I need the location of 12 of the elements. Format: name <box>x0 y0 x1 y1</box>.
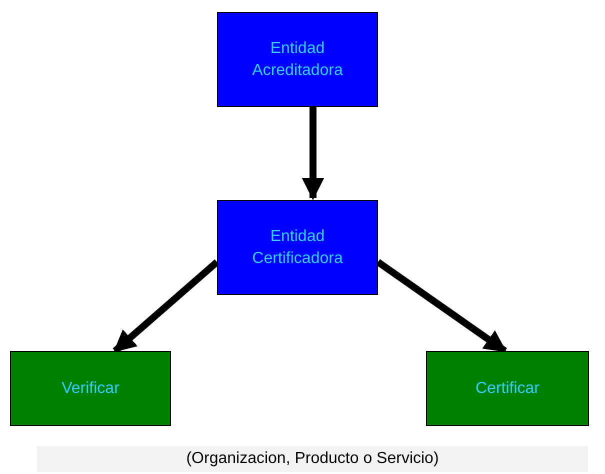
box-label: Certificar <box>474 378 540 399</box>
entity-box <box>217 12 378 107</box>
box-label: Entidad Acreditadora <box>251 38 344 80</box>
arrow <box>376 259 507 354</box>
action-box <box>10 351 171 426</box>
arrow <box>302 107 324 200</box>
action-box <box>426 351 589 426</box>
entity-box <box>217 200 378 295</box>
arrow <box>112 259 220 354</box>
box-label: Verificar <box>60 378 120 399</box>
box-label: (Organizacion, Producto o Servicio) <box>185 449 440 470</box>
box-label: Entidad Certificadora <box>251 226 344 268</box>
